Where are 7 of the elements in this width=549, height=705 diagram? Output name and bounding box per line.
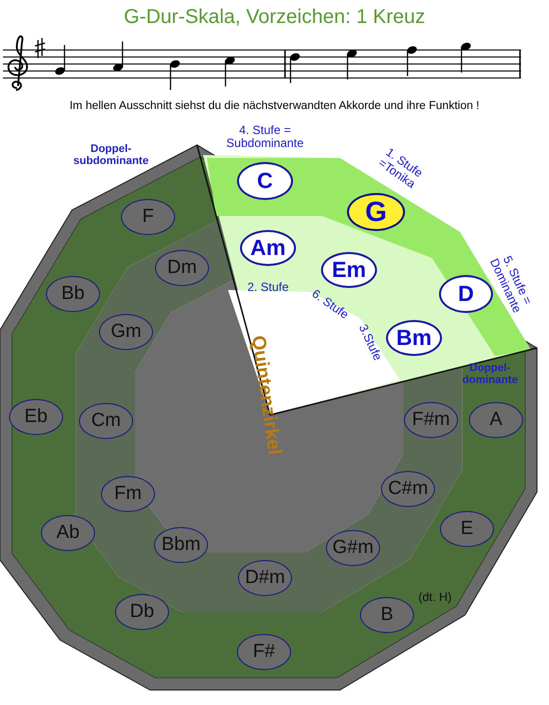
note-text: (dt. H) (417, 591, 453, 604)
function-label: Doppel- dominante (461, 362, 519, 386)
caption-text: Im hellen Ausschnitt siehst du die nächstverwandten Akkorde und ihre Funktion ! (68, 100, 480, 113)
degree-label: 2. Stufe (246, 281, 290, 294)
function-label: 4. Stufe = Subdominante (225, 124, 305, 150)
function-label: Doppel- subdominante (72, 143, 150, 168)
title: G-Dur-Skala, Vorzeichen: 1 Kreuz (122, 6, 426, 29)
